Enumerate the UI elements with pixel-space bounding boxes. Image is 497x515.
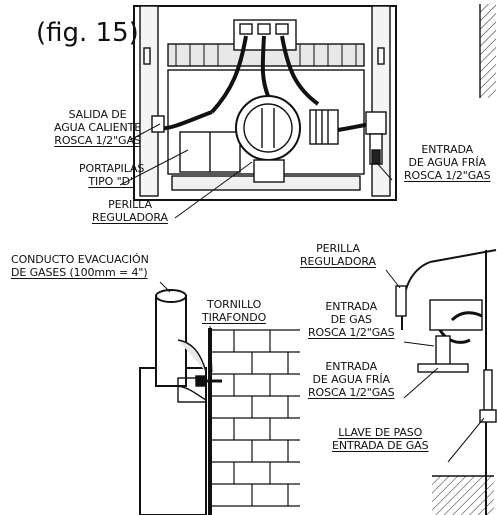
- screw-line2: TIRAFONDO: [202, 311, 267, 324]
- flue-wall-drawing: [139, 289, 300, 515]
- side-knob-line1: PERILLA: [316, 242, 360, 255]
- battery-holder-label: PORTAPILAS TIPO "D": [79, 162, 144, 188]
- figure-label: (fig. 15): [36, 18, 139, 48]
- gas-valve-label: LLAVE DE PASO ENTRADA DE GAS: [332, 426, 429, 452]
- gas-valve-line2: ENTRADA DE GAS: [332, 439, 429, 452]
- hot-water-line3: ROSCA 1/2"GAS: [54, 134, 141, 147]
- flue-line2: DE GASES (100mm = 4"): [11, 266, 148, 279]
- top-knob-label: PERILLA REGULADORA: [92, 198, 168, 224]
- right-leader-lines: [385, 269, 485, 463]
- top-cold-line1: ENTRADA: [421, 143, 474, 156]
- top-cold-line2: DE AGUA FRÍA: [408, 156, 486, 169]
- side-cold-line1: ENTRADA: [325, 360, 378, 373]
- left-leader-lines: [159, 281, 213, 373]
- gas-valve-line1: LLAVE DE PASO: [338, 426, 423, 439]
- hot-water-line2: AGUA CALIENTE: [54, 121, 142, 134]
- side-knob-label: PERILLA REGULADORA: [300, 242, 376, 268]
- gas-inlet-label: ENTRADA DE GAS ROSCA 1/2"GAS: [308, 300, 395, 339]
- top-knob-line2: REGULADORA: [92, 211, 168, 224]
- hot-water-outlet-label: SALIDA DE AGUA CALIENTE ROSCA 1/2"GAS: [54, 108, 141, 147]
- battery-line1: PORTAPILAS: [79, 162, 145, 175]
- top-leader-lines: [119, 123, 393, 219]
- flue-duct-label: CONDUCTO EVACUACIÓN DE GASES (100mm = 4"…: [11, 253, 149, 279]
- heater-interior-drawing: [133, 4, 496, 201]
- hot-water-line1: SALIDA DE: [68, 108, 127, 121]
- flue-line1: CONDUCTO EVACUACIÓN: [11, 253, 149, 266]
- top-cold-water-label: ENTRADA DE AGUA FRÍA ROSCA 1/2"GAS: [404, 143, 491, 182]
- side-cold-line3: ROSCA 1/2"GAS: [308, 386, 395, 399]
- side-cold-line2: DE AGUA FRÍA: [312, 373, 390, 386]
- screw-line1: TORNILLO: [206, 298, 262, 311]
- screw-label: TORNILLO TIRAFONDO: [202, 298, 266, 324]
- top-cold-line3: ROSCA 1/2"GAS: [404, 169, 491, 182]
- gas-line3: ROSCA 1/2"GAS: [308, 326, 395, 339]
- battery-line2: TIPO "D": [88, 175, 135, 188]
- side-knob-line2: REGULADORA: [300, 255, 376, 268]
- gas-line2: DE GAS: [330, 313, 372, 326]
- side-cold-water-label: ENTRADA DE AGUA FRÍA ROSCA 1/2"GAS: [308, 360, 395, 399]
- side-view-drawing: [395, 249, 497, 515]
- top-knob-line1: PERILLA: [108, 198, 152, 211]
- gas-line1: ENTRADA: [325, 300, 378, 313]
